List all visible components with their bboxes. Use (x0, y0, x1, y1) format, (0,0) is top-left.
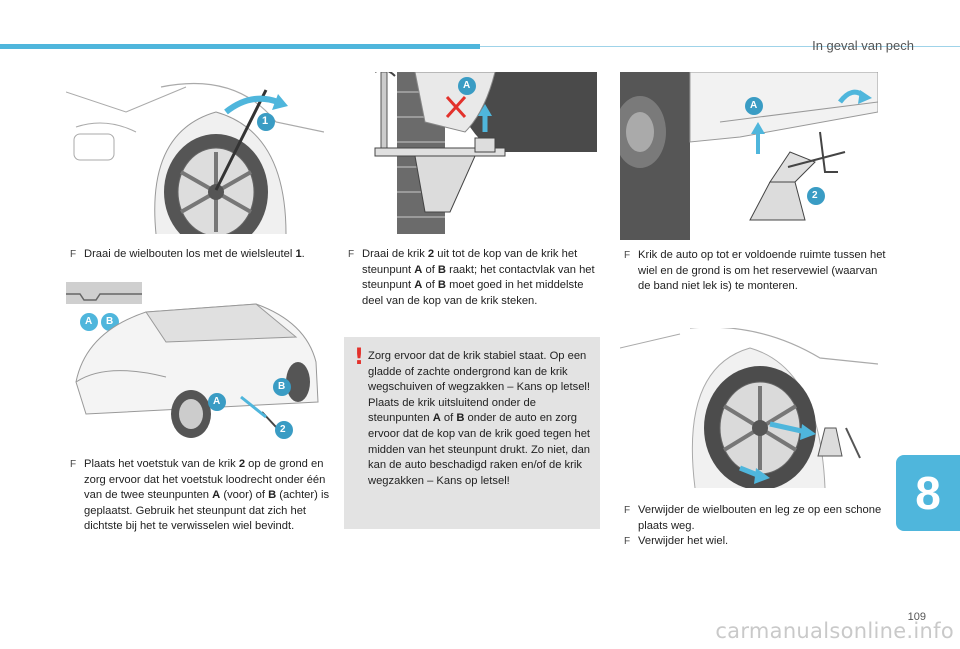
callout-a-car: A (213, 396, 221, 407)
checkbox-icon: F (70, 249, 77, 260)
callout-2: 2 (280, 424, 286, 435)
figure-jack-up: A 2 (620, 72, 878, 240)
warning-icon: ! (354, 345, 365, 370)
step-extend-jack: F Draai de krik 2 uit tot de kop van de … (348, 247, 604, 309)
callout-1: 1 (262, 115, 269, 127)
checkbox-icon: F (70, 459, 77, 470)
checkbox-icon: F (624, 505, 631, 516)
step-text: Draai de krik 2 uit tot de kop van de kr… (362, 248, 595, 307)
step-text: Plaats het voetstuk van de krik 2 op de … (84, 458, 330, 532)
step-text: Verwijder het wiel. (638, 535, 729, 547)
callout-a: A (463, 80, 471, 91)
callout-a: A (85, 316, 93, 327)
warning-box: ! Zorg ervoor dat de krik stabiel staat.… (344, 337, 600, 529)
step-remove-bolts: F Verwijder de wielbouten en leg ze op e… (624, 503, 886, 534)
figure-loosen-bolts: 1 (66, 72, 324, 234)
figure-support-points: A B A B 2 (66, 282, 324, 440)
callout-2: 2 (812, 190, 818, 201)
callout-b: B (106, 316, 114, 327)
warning-text: Zorg ervoor dat de krik stabiel staat. O… (368, 350, 591, 487)
step-text: Draai de wielbouten los met de wielsleut… (84, 248, 305, 260)
step-loosen-bolts: F Draai de wielbouten los met de wielsle… (70, 247, 330, 263)
section-title: In geval van pech (812, 38, 914, 53)
watermark: carmanualsonline.info (715, 619, 954, 643)
figure-remove-wheel (620, 328, 878, 488)
checkbox-icon: F (624, 536, 631, 547)
figure-jack-head: A (355, 72, 597, 234)
step-remove-wheel: F Verwijder het wiel. (624, 534, 886, 550)
step-place-jack: F Plaats het voetstuk van de krik 2 op d… (70, 457, 332, 535)
header-rule (480, 46, 960, 47)
chapter-tab: 8 (896, 455, 960, 531)
step-text: Verwijder de wielbouten en leg ze op een… (638, 504, 882, 532)
checkbox-icon: F (348, 249, 355, 260)
checkbox-icon: F (624, 250, 631, 261)
page-number: 109 (907, 611, 926, 623)
step-raise-car: F Krik de auto op tot er voldoende ruimt… (624, 248, 886, 295)
callout-a: A (750, 100, 758, 111)
callout-b-car: B (278, 381, 286, 392)
header-accent-bar (0, 44, 480, 49)
step-text: Krik de auto op tot er voldoende ruimte … (638, 249, 886, 292)
